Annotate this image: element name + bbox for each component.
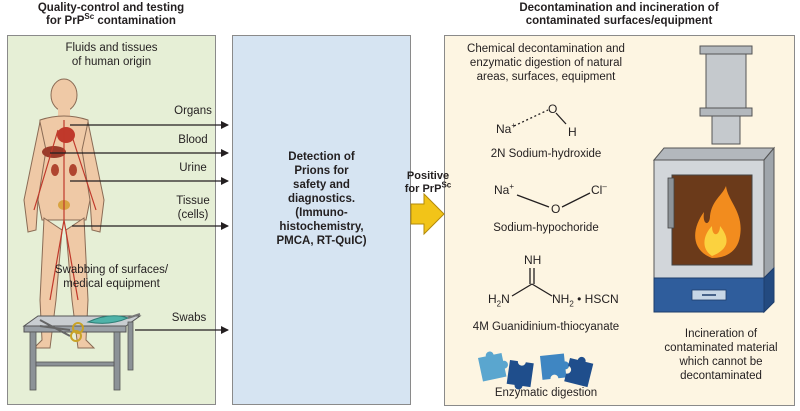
- guan-label: 4M Guanidinium-thiocyanate: [472, 321, 620, 333]
- enzyme-label: Enzymatic digestion: [494, 387, 598, 399]
- na-o-bond: [516, 194, 550, 208]
- detection-line3: safety and: [293, 179, 350, 191]
- urine-label: Urine: [179, 162, 207, 174]
- o-cl-bond: [561, 192, 591, 208]
- puzzle-pieces-icon: [478, 351, 594, 390]
- fluids-line1: Fluids and tissues: [65, 42, 158, 54]
- tissue-line1: Tissue: [176, 195, 210, 207]
- organs-label: Organs: [174, 105, 212, 117]
- guan-nh2: NH2 • HSCN: [552, 292, 619, 309]
- naoh-dashed-bond: [513, 109, 549, 127]
- c-nh2-right-bond: [531, 283, 553, 297]
- detection-line7: PMCA, RT-QuIC): [276, 235, 367, 247]
- naoh-h: H: [568, 125, 577, 139]
- detection-line4: diagnostics.: [287, 193, 356, 205]
- positive-line2: for PrPSc: [404, 180, 452, 195]
- tissue-line2: (cells): [177, 209, 209, 221]
- naocl-label: Sodium-hypochoride: [493, 222, 599, 234]
- positive-line1: Positive: [406, 170, 450, 182]
- blood-label: Blood: [178, 134, 208, 146]
- tissue-label: Tissue (cells): [158, 194, 228, 222]
- left-title-line2: for PrPSc contamination: [46, 12, 176, 27]
- chem-line1: Chemical decontamination and: [467, 43, 625, 55]
- swab-line2: medical equipment: [63, 278, 160, 290]
- incineration-label: Incineration of contaminated material wh…: [654, 327, 788, 383]
- naocl-o: O: [551, 202, 561, 216]
- guan-nh: NH: [524, 253, 542, 267]
- incinerator-icon: [652, 45, 776, 314]
- detection-line5: (Immuno-: [295, 207, 348, 219]
- naocl-na: Na+: [494, 182, 515, 198]
- right-title-line2: contaminated surfaces/equipment: [525, 15, 713, 27]
- medical-table-icon: [22, 313, 142, 391]
- naoh-na: Na+: [496, 121, 517, 137]
- chem-decon-label: Chemical decontamination and enzymatic d…: [446, 42, 646, 84]
- naocl-cl: Cl–: [591, 182, 607, 198]
- right-title: Decontamination and incineration of cont…: [444, 2, 794, 28]
- guan-h2n: H2N: [488, 292, 510, 309]
- incin-line4: decontaminated: [680, 370, 762, 382]
- swabs-label: Swabs: [171, 312, 207, 324]
- positive-label: Positive for PrPSc: [405, 170, 451, 196]
- detection-line1: Detection of: [288, 151, 355, 163]
- incin-line2: contaminated material: [664, 342, 778, 354]
- sample-arrows: [50, 121, 229, 334]
- left-title: Quality-control and testing for PrPSc co…: [0, 2, 222, 28]
- detection-line6: histochemistry,: [279, 221, 364, 233]
- swab-line1: Swabbing of surfaces/: [54, 264, 169, 276]
- left-title-line1: Quality-control and testing: [37, 2, 185, 14]
- fluids-label: Fluids and tissues of human origin: [8, 41, 215, 69]
- right-title-line1: Decontamination and incineration of: [519, 2, 719, 14]
- fluids-line2: of human origin: [71, 56, 152, 68]
- chem-line3: areas, surfaces, equipment: [476, 71, 616, 83]
- oh-bond: [555, 112, 567, 125]
- detection-line2: Prions for: [294, 165, 349, 177]
- swab-label: Swabbing of surfaces/ medical equipment: [8, 263, 215, 291]
- naoh-label: 2N Sodium-hydroxide: [490, 148, 602, 160]
- human-figure-icon: [23, 78, 105, 349]
- positive-arrow-icon: [410, 192, 445, 236]
- chem-line2: enzymatic digestion of natural: [469, 57, 623, 69]
- c-nh2-left-bond: [511, 283, 533, 297]
- naoh-o: O: [548, 102, 558, 116]
- incin-line3: which cannot be: [679, 356, 763, 368]
- middle-panel: [232, 35, 411, 405]
- detection-text: Detection of Prions for safety and diagn…: [233, 150, 410, 248]
- incin-line1: Incineration of: [684, 328, 758, 340]
